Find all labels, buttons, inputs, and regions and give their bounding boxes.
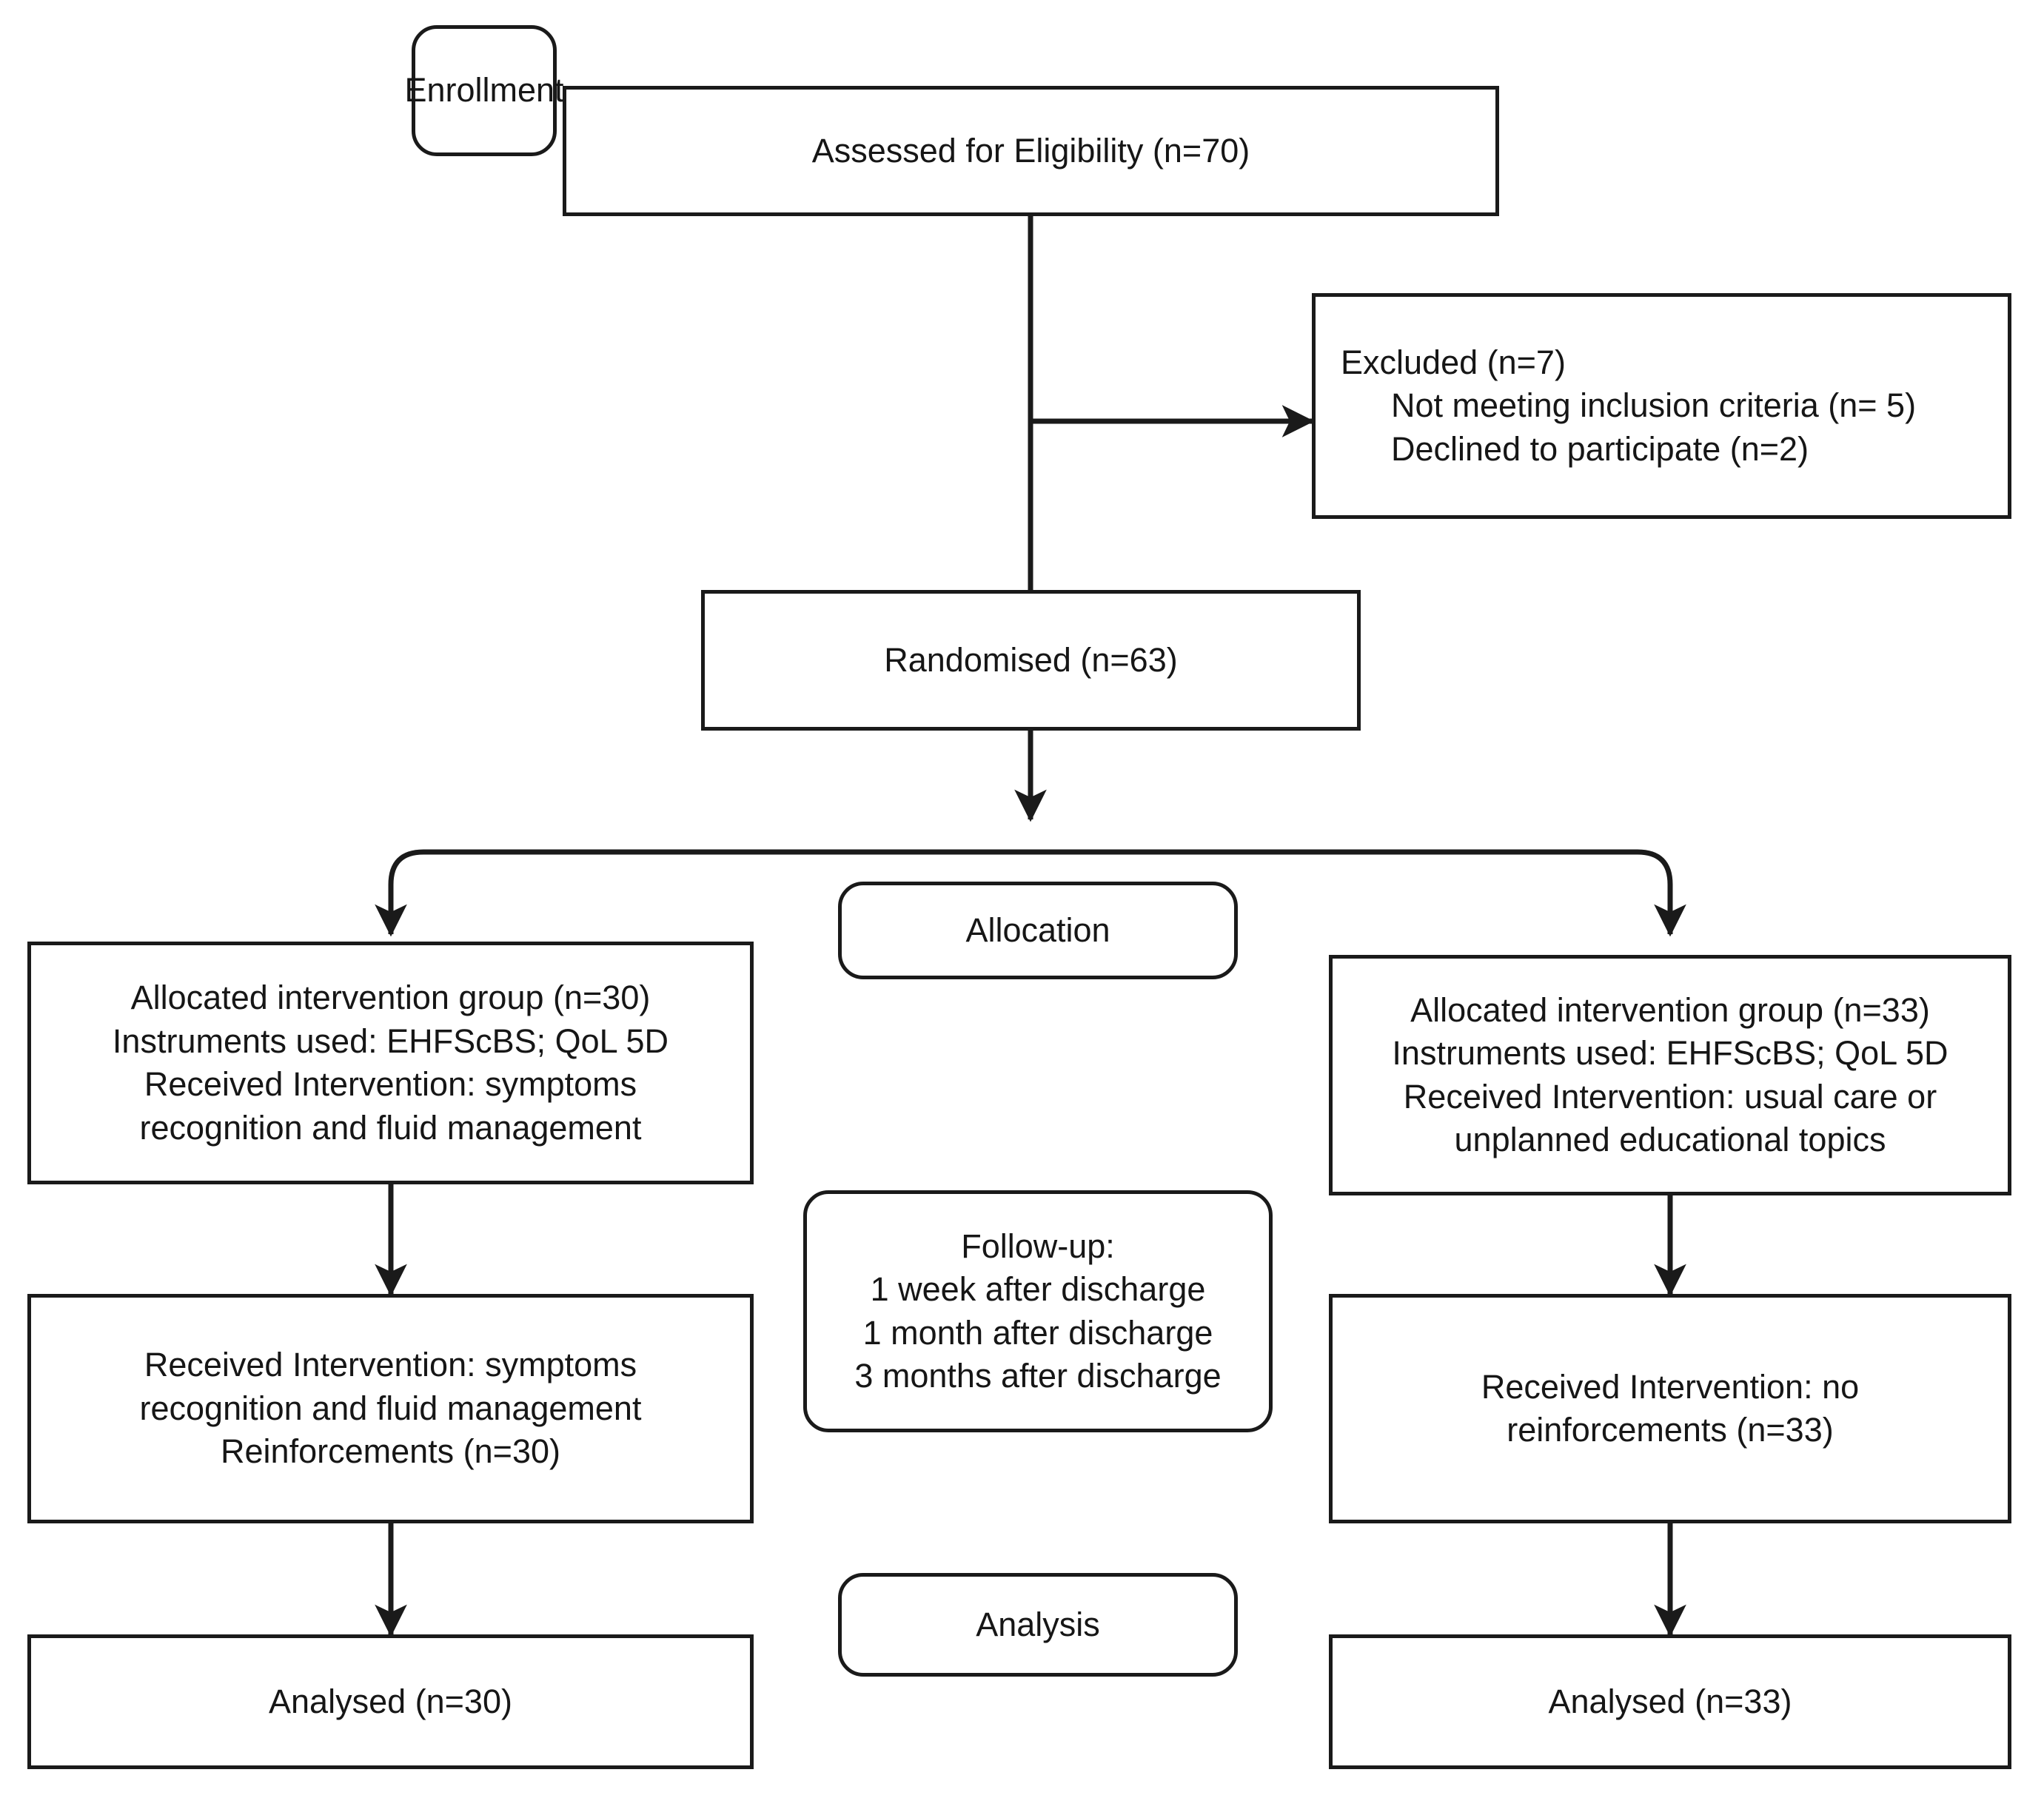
node-received-intervention-right: Received Intervention: no reinforcements… <box>1329 1294 2011 1523</box>
stage-label-followup-line-2: 1 month after discharge <box>862 1313 1213 1352</box>
node-allocated-right-line-0: Allocated intervention group (n=33) <box>1410 990 1930 1029</box>
node-allocated-left-line-1: Instruments used: EHFScBS; QoL 5D <box>112 1022 669 1060</box>
node-received-right-line-0: Received Intervention: no <box>1481 1367 1860 1406</box>
stage-label-enrollment: Enrollment <box>404 25 564 156</box>
stage-label-followup-line-0: Follow-up: <box>961 1227 1115 1265</box>
stage-label-followup: Follow-up: 1 week after discharge 1 mont… <box>803 1190 1273 1432</box>
node-allocated-left-line-0: Allocated intervention group (n=30) <box>130 979 651 1016</box>
node-excluded-line-1: Not meeting inclusion criteria (n= 5) <box>1391 386 1917 425</box>
stage-label-analysis-text: Analysis <box>976 1605 1100 1643</box>
stage-label-analysis: Analysis <box>838 1573 1238 1677</box>
node-assessed-for-eligibility: Assessed for Eligibility (n=70) <box>563 86 1499 216</box>
stage-label-enrollment-text: Enrollment <box>404 71 564 110</box>
stage-label-allocation-text: Allocation <box>965 910 1110 949</box>
node-randomised-line-0: Randomised (n=63) <box>884 640 1178 679</box>
stage-label-allocation: Allocation <box>838 882 1238 979</box>
node-analysed-right-line-0: Analysed (n=33) <box>1548 1682 1792 1720</box>
node-allocated-right-line-2: Received Intervention: usual care or <box>1403 1077 1937 1116</box>
node-allocated-left-line-3: recognition and fluid management <box>139 1108 642 1147</box>
node-analysed-right: Analysed (n=33) <box>1329 1634 2011 1769</box>
node-excluded: Excluded (n=7) Not meeting inclusion cri… <box>1312 293 2011 519</box>
node-allocated-right-line-3: unplanned educational topics <box>1454 1121 1886 1158</box>
node-received-left-line-2: Reinforcements (n=30) <box>221 1432 560 1471</box>
node-allocated-right-line-1: Instruments used: EHFScBS; QoL 5D <box>1392 1034 1948 1072</box>
node-randomised: Randomised (n=63) <box>701 590 1361 731</box>
node-received-intervention-left: Received Intervention: symptoms recognit… <box>27 1294 754 1523</box>
node-received-left-line-1: recognition and fluid management <box>139 1389 642 1427</box>
node-allocated-right: Allocated intervention group (n=33) Inst… <box>1329 955 2011 1195</box>
node-received-left-line-0: Received Intervention: symptoms <box>144 1346 637 1384</box>
node-allocated-left-line-2: Received Intervention: symptoms <box>144 1065 637 1103</box>
node-analysed-left-line-0: Analysed (n=30) <box>269 1682 512 1720</box>
node-allocated-left: Allocated intervention group (n=30) Inst… <box>27 942 754 1184</box>
node-received-right-line-1: reinforcements (n=33) <box>1507 1411 1834 1449</box>
stage-label-followup-line-1: 1 week after discharge <box>870 1270 1206 1308</box>
node-excluded-line-2: Declined to participate (n=2) <box>1391 429 1809 468</box>
node-analysed-left: Analysed (n=30) <box>27 1634 754 1769</box>
stage-label-followup-line-3: 3 months after discharge <box>854 1357 1222 1395</box>
node-excluded-line-0: Excluded (n=7) <box>1341 343 1566 381</box>
node-assessed-line-0: Assessed for Eligibility (n=70) <box>811 131 1250 170</box>
